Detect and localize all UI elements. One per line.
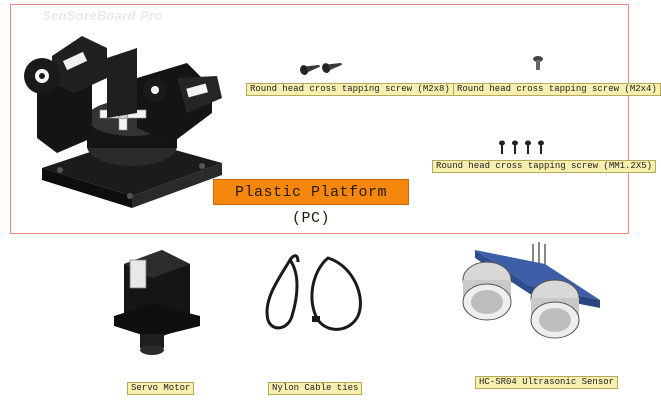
ultrasonic-sensor-image (462, 242, 600, 339)
mm12x5-screws-image (499, 140, 544, 154)
plastic-platform-label: Plastic Platform (PC) (213, 179, 409, 227)
platform-kit-frame (10, 4, 629, 234)
m2x8-screws-image (300, 62, 342, 75)
servo-motor-image (114, 250, 200, 355)
mm12x5-screw-label: Round head cross tapping screw (MM1.2X5) (432, 160, 657, 173)
m2x4-screw-label: Round head cross tapping screw (M2x4) (453, 83, 661, 96)
servo-motor-label: Servo Motor (127, 382, 195, 395)
watermark-text: SenSoreBoard Pro (42, 8, 163, 23)
m2x8-screw-label: Round head cross tapping screw (M2x8) (246, 83, 454, 96)
ultrasonic-sensor-label: HC-SR04 Ultrasonic Sensor (475, 376, 619, 389)
cable-ties-image (265, 254, 362, 331)
cable-ties-label: Nylon Cable ties (268, 382, 363, 395)
m2x4-screw-image (533, 56, 543, 70)
pan-tilt-platform-image (24, 36, 222, 208)
